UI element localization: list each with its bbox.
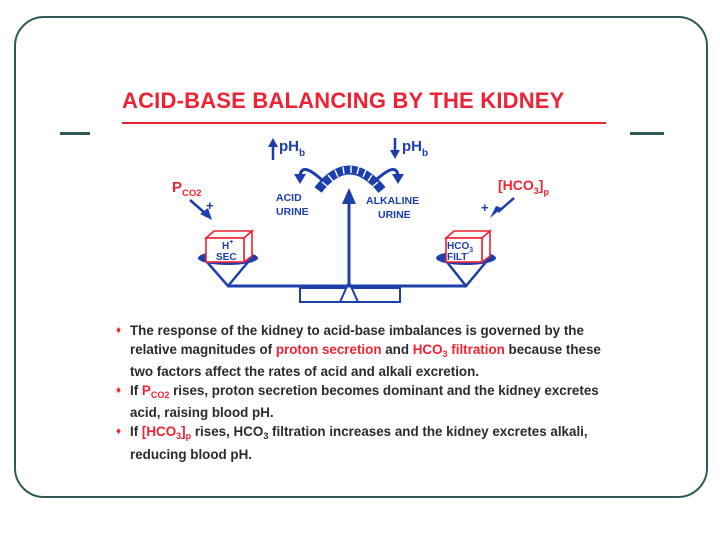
hco3-arrowhead bbox=[490, 206, 502, 218]
pco2-sub: CO2 bbox=[182, 188, 202, 199]
left-hanger bbox=[206, 261, 249, 288]
svg-text:H+: H+ bbox=[222, 239, 233, 252]
bullet-3-hco3: [HCO bbox=[141, 423, 177, 439]
gauge-ticks bbox=[321, 166, 379, 188]
gauge-pointer-head bbox=[342, 188, 356, 204]
plus-right: + bbox=[481, 200, 489, 215]
bullet-diamond-icon: ♦ bbox=[116, 425, 122, 437]
hco3-sub: 3 bbox=[534, 186, 539, 196]
bullet-1-text-a: The response of the kidney to acid-base … bbox=[130, 323, 584, 357]
bullet-1-hco3: HCO bbox=[412, 341, 443, 357]
bullet-3-p-sub: p bbox=[185, 430, 192, 441]
right-box-sub: 3 bbox=[469, 247, 473, 254]
alkaline-urine-line2: URINE bbox=[378, 209, 411, 221]
slide-title: ACID-BASE BALANCING BY THE KIDNEY bbox=[122, 88, 565, 113]
bullet-3-text-c: filtration increases and the kidney excr… bbox=[130, 423, 588, 462]
alkaline-urine-line1: ALKALINE bbox=[366, 195, 419, 207]
bullet-2-pco2: P bbox=[141, 382, 151, 398]
bullet-2-text-a: If bbox=[130, 382, 142, 398]
ph-up-arrowhead bbox=[268, 138, 278, 147]
balance-fulcrum bbox=[338, 279, 360, 303]
plus-left: + bbox=[206, 198, 214, 213]
ph-left-label: pH bbox=[279, 138, 299, 155]
bullet-1-text-c: because these two factors affect the rat… bbox=[130, 341, 601, 380]
hco3-close: ] bbox=[539, 177, 544, 193]
slide-frame bbox=[14, 16, 708, 498]
svg-text:pHb: pHb bbox=[279, 138, 305, 159]
right-box-line2: FILT bbox=[447, 252, 467, 263]
h-secretion-box bbox=[203, 229, 255, 264]
bullet-3-hco3-sub: 3 bbox=[176, 430, 182, 441]
bullet-list: ♦ The response of the kidney to acid-bas… bbox=[116, 322, 626, 464]
ph-right-sub: b bbox=[422, 148, 428, 159]
bullet-3-text-a: If bbox=[130, 423, 142, 439]
left-accent-bar bbox=[60, 132, 90, 135]
bullet-3-text-b: rises, HCO bbox=[191, 423, 264, 439]
left-box-line2: SEC bbox=[216, 252, 237, 263]
alkaline-curve-arrowhead bbox=[392, 174, 404, 184]
right-hanger bbox=[446, 261, 487, 288]
right-accent-bar bbox=[630, 132, 664, 135]
bullet-2-pco2-sub: CO2 bbox=[150, 389, 170, 400]
title-underline bbox=[122, 122, 606, 124]
hco3-arrow bbox=[497, 197, 515, 213]
right-box-line1: HCO bbox=[447, 241, 469, 252]
bullet-3-bracket: ] bbox=[181, 423, 186, 439]
pco2-arrowhead bbox=[200, 208, 212, 220]
acid-urine-line1: ACID bbox=[276, 192, 302, 204]
ph-left-sub: b bbox=[299, 148, 305, 159]
bullet-item-3: ♦ If [HCO3]p rises, HCO3 filtration incr… bbox=[116, 423, 626, 464]
right-box-sup: - bbox=[467, 250, 470, 257]
hco3-label: [HCO bbox=[498, 177, 534, 193]
bullet-diamond-icon: ♦ bbox=[116, 384, 122, 396]
bullet-3-hco3-sub2: 3 bbox=[263, 430, 269, 441]
left-box-sup: + bbox=[229, 239, 233, 246]
bullet-item-2: ♦ If PCO2 rises, proton secretion become… bbox=[116, 382, 626, 423]
svg-text:FILT-: FILT- bbox=[447, 250, 470, 263]
svg-text:HCO3: HCO3 bbox=[447, 241, 473, 254]
bullet-1-text-b: and bbox=[381, 341, 413, 357]
bullet-1-hco3-sub: 3 bbox=[442, 348, 448, 359]
acid-urine-line2: URINE bbox=[276, 206, 309, 218]
hco3-filtration-box bbox=[443, 229, 493, 264]
svg-text:PCO2: PCO2 bbox=[172, 179, 202, 199]
bullet-diamond-icon: ♦ bbox=[116, 325, 122, 336]
bullet-2-text-b: rises, proton secretion becomes dominant… bbox=[130, 382, 599, 421]
svg-text:[HCO3]p: [HCO3]p bbox=[498, 177, 549, 197]
hco3-sub2: p bbox=[543, 187, 549, 197]
gauge-arc bbox=[314, 165, 386, 193]
ph-right-label: pH bbox=[402, 138, 422, 155]
ph-down-arrowhead bbox=[390, 150, 400, 159]
bullet-item-1: ♦ The response of the kidney to acid-bas… bbox=[116, 322, 626, 382]
pco2-label: P bbox=[172, 179, 182, 196]
bullet-1-filtration: filtration bbox=[447, 341, 505, 357]
acid-curve-arrowhead bbox=[294, 174, 306, 184]
bullet-1-proton-secretion: proton secretion bbox=[275, 341, 382, 357]
left-box-line1: H bbox=[222, 241, 229, 252]
svg-text:pHb: pHb bbox=[402, 138, 428, 159]
